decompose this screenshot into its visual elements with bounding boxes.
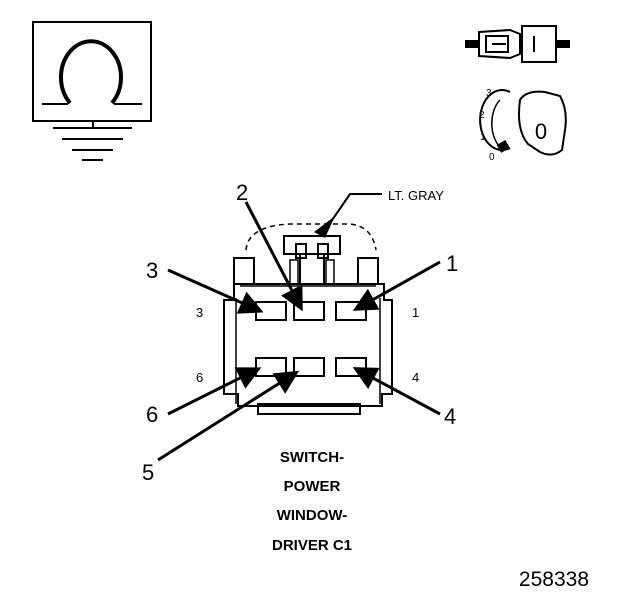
callout-1: 1: [446, 251, 458, 276]
callout-arrow-5: [157, 370, 300, 462]
wire-color-label: LT. GRAY: [388, 188, 444, 203]
connector-body: [223, 223, 393, 415]
figure-number: 258338: [519, 568, 589, 591]
ignition-pos-0: 0: [489, 152, 495, 163]
title-line-3: WINDOW-: [277, 507, 348, 524]
callout-arrow-1: [352, 260, 441, 311]
callout-3: 3: [146, 258, 158, 283]
connector-plug-icon: [465, 25, 570, 63]
callout-arrow-2: [244, 201, 303, 312]
callout-2: 2: [236, 180, 248, 205]
cavity-3: [255, 301, 287, 321]
cavity-number-left-bottom: 6: [196, 370, 203, 385]
wire-color-arrowhead: [314, 216, 335, 238]
callout-5: 5: [142, 460, 154, 485]
callout-arrow-3: [167, 268, 264, 314]
ignition-pos-1: 1: [480, 132, 486, 143]
cavity-1: [335, 301, 367, 321]
callout-arrow-6: [167, 367, 262, 416]
cavity-4: [335, 357, 367, 377]
callout-4: 4: [444, 404, 456, 429]
ignition-switch-icon: 0 3 2 1 0: [479, 88, 567, 163]
cavity-number-right-bottom: 4: [412, 370, 419, 385]
cavity-6: [255, 357, 287, 377]
callout-6: 6: [146, 402, 158, 427]
cavity-5: [293, 357, 325, 377]
cavity-number-right-top: 1: [412, 305, 419, 320]
title-line-4: DRIVER C1: [272, 537, 352, 554]
title-line-2: POWER: [284, 478, 341, 495]
cavity-number-left-top: 3: [196, 305, 203, 320]
title-line-1: SWITCH-: [280, 449, 344, 466]
ignition-pos-2: 2: [479, 110, 485, 121]
wire-color-leader: [327, 193, 382, 227]
ignition-pos-3: 3: [486, 88, 492, 99]
key-position-label: 0: [535, 119, 547, 144]
callout-arrow-4: [352, 367, 441, 416]
ground-symbol-icon: [32, 21, 152, 161]
connector-title: SWITCH- POWER WINDOW- DRIVER C1: [272, 449, 352, 554]
